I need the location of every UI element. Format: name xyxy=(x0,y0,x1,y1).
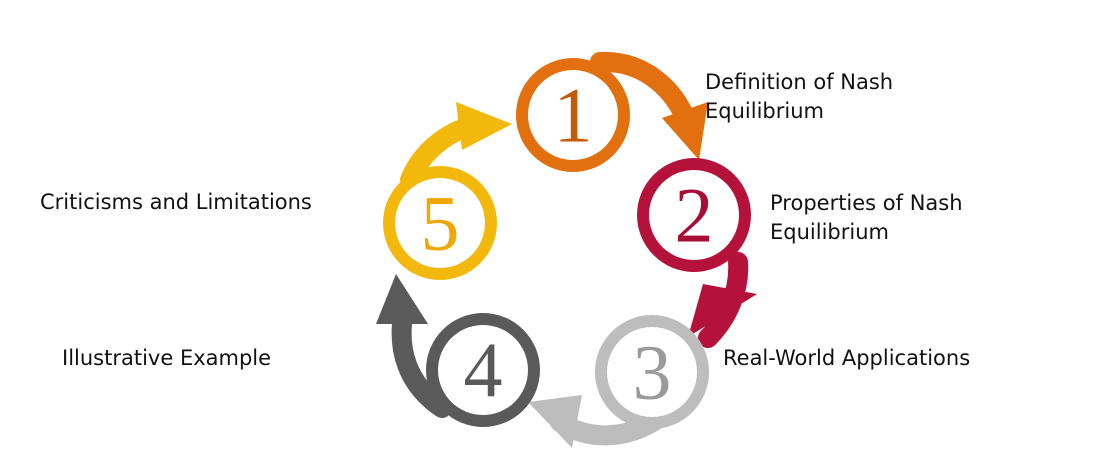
step-circle-5: 5 xyxy=(383,166,497,280)
step-label-4: Illustrative Example xyxy=(62,344,271,373)
step-label-1-line-2: Equilibrium xyxy=(705,99,824,123)
step-circle-3: 3 xyxy=(595,315,709,429)
step-circle-4: 4 xyxy=(426,313,540,427)
arrow-2-to-3 xyxy=(688,252,757,348)
step-label-2: Properties of Nash Equilibrium xyxy=(770,189,963,247)
step-number-5: 5 xyxy=(421,180,460,267)
arrow-5-to-1 xyxy=(400,102,512,190)
step-circle-2: 2 xyxy=(637,158,751,272)
step-label-1: Definition of Nash Equilibrium xyxy=(705,68,893,126)
step-number-3: 3 xyxy=(633,329,672,416)
step-label-5-line-1: Criticisms and Limitations xyxy=(40,190,312,214)
arrow-1-to-2 xyxy=(590,51,708,160)
step-label-2-line-2: Equilibrium xyxy=(770,220,889,244)
step-circle-1: 1 xyxy=(516,58,630,172)
step-label-4-line-1: Illustrative Example xyxy=(62,346,272,370)
step-label-3: Real-World Applications xyxy=(723,344,970,373)
step-number-4: 4 xyxy=(464,327,503,414)
step-label-2-line-1: Properties of Nash xyxy=(770,191,963,215)
step-label-1-line-1: Definition of Nash xyxy=(705,70,894,94)
step-number-1: 1 xyxy=(554,72,593,159)
step-label-5: Criticisms and Limitations xyxy=(40,188,312,217)
step-number-2: 2 xyxy=(675,172,714,259)
arrow-4-to-5 xyxy=(376,274,452,418)
step-label-3-line-1: Real-World Applications xyxy=(723,346,971,370)
